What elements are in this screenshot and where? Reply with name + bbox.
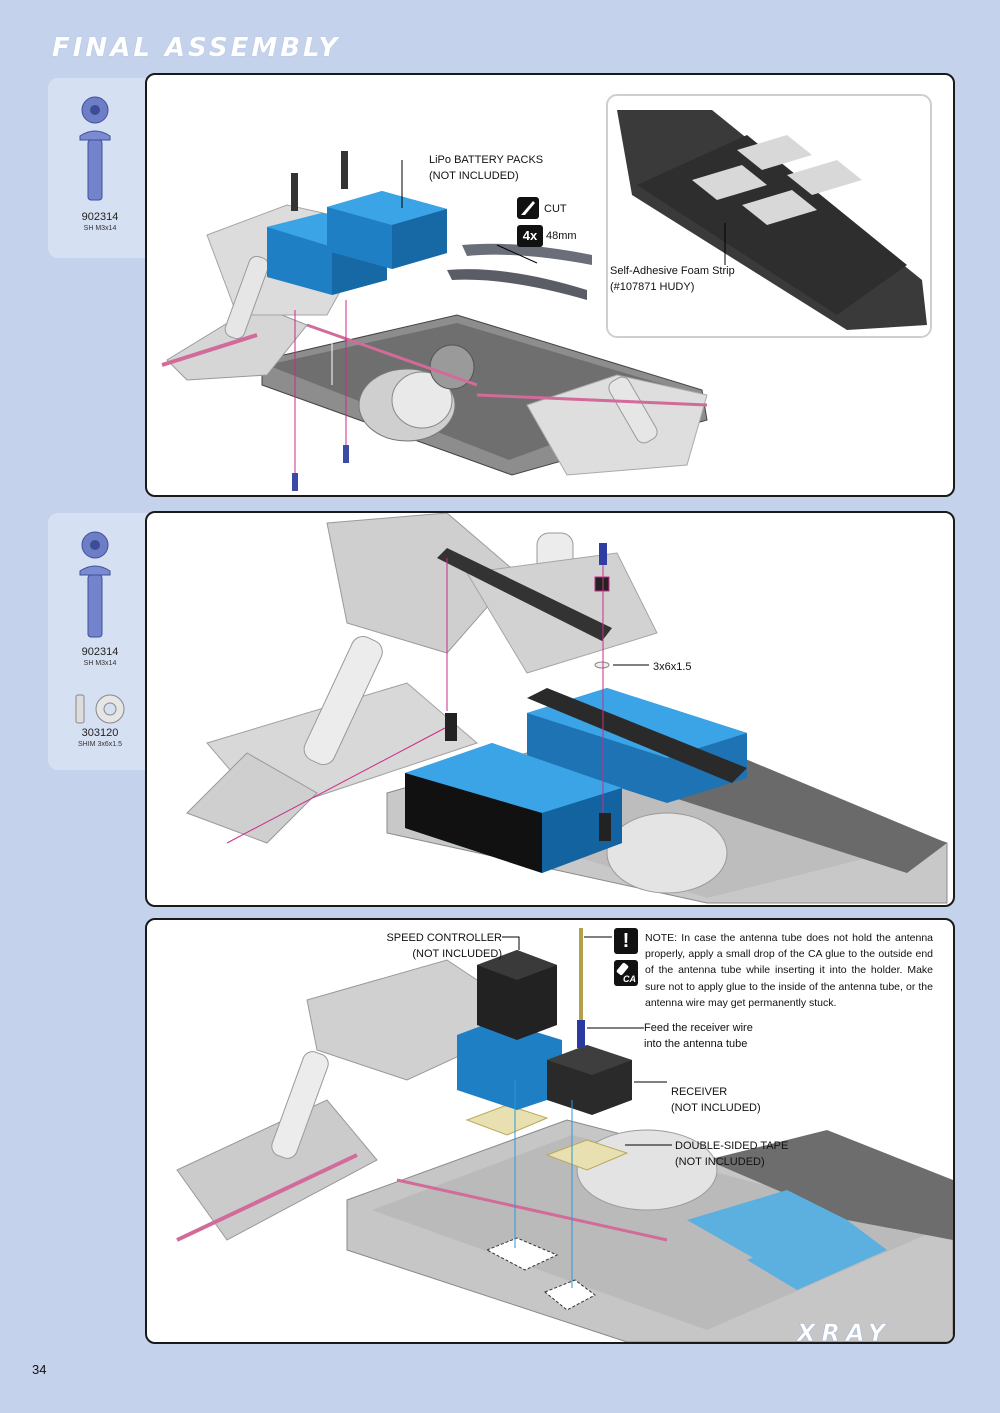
step-2-panel: 3x6x1.5 (145, 511, 955, 907)
button-head-screw-icon (79, 96, 111, 201)
part-code: 303120 (81, 727, 119, 739)
part-desc: SH M3x14 (83, 225, 117, 232)
step-1-panel: LiPo BATTERY PACKS(NOT INCLUDED) CUT 4x … (145, 73, 955, 497)
battery-packs-label: LiPo BATTERY PACKS(NOT INCLUDED) (429, 154, 544, 182)
speed-controller-label: SPEED CONTROLLER(NOT INCLUDED) (386, 932, 502, 960)
knife-icon (517, 197, 539, 219)
page-number: 34 (32, 1362, 47, 1377)
shim-icon (75, 694, 125, 724)
receiver-label: RECEIVER(NOT INCLUDED) (671, 1086, 761, 1114)
xray-logo: XRAY (795, 1321, 891, 1345)
double-sided-tape-label: DOUBLE-SIDED TAPE(NOT INCLUDED) (675, 1140, 789, 1168)
foam-strip-label: Self-Adhesive Foam Strip(#107871 HUDY) (610, 265, 735, 293)
step-2-illustration (186, 513, 948, 904)
ca-glue-icon: CA (614, 960, 638, 986)
parts-panel-step1: 902314 SH M3x14 (48, 78, 152, 258)
step-3-panel: SPEED CONTROLLER(NOT INCLUDED) ! CA Feed… (145, 918, 955, 1344)
step-1-illustration (161, 94, 932, 491)
step-3-illustration (176, 928, 953, 1342)
part-code: 902314 (81, 211, 119, 223)
quantity-badge: 4x (517, 225, 543, 247)
parts-panel-step2: 902314 SH M3x14 303120 SHIM 3x6x1.5 (48, 513, 152, 770)
svg-text:XRAY: XRAY (795, 1321, 891, 1345)
part-desc: SH M3x14 (83, 660, 117, 667)
part-desc: SHIM 3x6x1.5 (78, 741, 122, 748)
shim-label: 3x6x1.5 (653, 661, 692, 673)
cut-label: CUT (544, 203, 567, 215)
exclamation-icon: ! (614, 928, 638, 954)
part-code: 902314 (81, 646, 119, 658)
button-head-screw-icon (79, 531, 111, 638)
length-label: 48mm (546, 230, 577, 242)
antenna-note: NOTE: In case the antenna tube does not … (645, 932, 933, 1009)
page-title: FINAL ASSEMBLY (52, 33, 341, 63)
